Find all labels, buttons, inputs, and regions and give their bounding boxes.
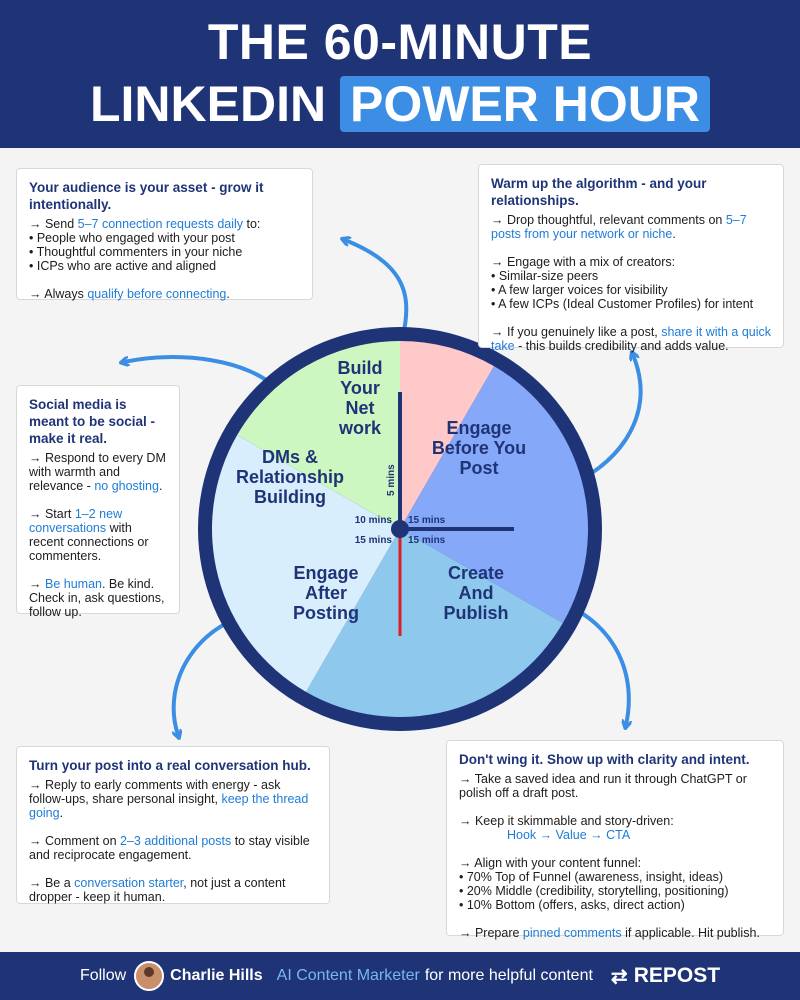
wheel-center-dot xyxy=(391,520,409,538)
segment-dms-relationship xyxy=(237,341,400,529)
title-line-2: LINKEDIN POWER HOUR xyxy=(0,72,800,136)
avatar xyxy=(134,961,165,991)
footer-tail: for more helpful content xyxy=(424,967,593,984)
minutes-label-engage-after: 15 mins xyxy=(355,535,393,546)
bullet: • 20% Middle (credibility, storytelling,… xyxy=(459,884,729,898)
minutes-label-engage-before: 15 mins xyxy=(408,515,446,526)
card-title: Don't wing it. Show up with clarity and … xyxy=(459,752,750,767)
repost-label: REPOST xyxy=(633,964,721,987)
repost-button[interactable]: ⇄ REPOST xyxy=(611,964,720,989)
segment-label-engage-before: Post xyxy=(459,458,498,478)
card-title: Social media is meant to be social - mak… xyxy=(29,397,156,446)
bullet: • A few ICPs (Ideal Customer Profiles) f… xyxy=(491,297,754,311)
title-power-hour: POWER HOUR xyxy=(340,76,710,132)
card-engage-before: Warm up the algorithm - and your relatio… xyxy=(478,164,784,353)
segment-label-build-network: Your xyxy=(340,378,380,398)
minutes-label-create: 15 mins xyxy=(408,535,446,546)
card-create-publish: Don't wing it. Show up with clarity and … xyxy=(446,740,784,940)
segment-label-dms-relationship: Relationship xyxy=(236,467,344,487)
segment-create-publish xyxy=(306,529,563,718)
card-title: Your audience is your asset - grow it in… xyxy=(29,180,264,212)
segment-label-dms-relationship: Building xyxy=(254,487,326,507)
header-banner: THE 60-MINUTE LINKEDIN POWER HOUR xyxy=(0,0,800,148)
card-dms-relationships: Social media is meant to be social - mak… xyxy=(16,385,180,619)
title-linkedin: LINKEDIN xyxy=(89,76,327,132)
bullet: • A few larger voices for visibility xyxy=(491,283,668,297)
card-engage-after: Turn your post into a real conversation … xyxy=(16,746,330,904)
segment-engage-before xyxy=(400,366,589,623)
segment-label-engage-before: Engage xyxy=(446,418,511,438)
segment-label-create-publish: Create xyxy=(448,563,504,583)
repost-icon: ⇄ xyxy=(610,965,628,988)
segment-label-engage-after: After xyxy=(305,583,347,603)
segment-label-engage-after: Engage xyxy=(293,563,358,583)
author-role: AI Content Marketer xyxy=(276,967,420,984)
bullet: • ICPs who are active and aligned xyxy=(29,259,217,273)
card-build-network: Your audience is your asset - grow it in… xyxy=(16,168,313,301)
segment-label-create-publish: And xyxy=(459,583,494,603)
segment-label-build-network: Net xyxy=(345,398,374,418)
card-title: Warm up the algorithm - and your relatio… xyxy=(491,176,707,208)
bullet: • Similar-size peers xyxy=(491,269,599,283)
footer-follow: Follow xyxy=(79,967,127,984)
segment-build-network xyxy=(400,341,494,529)
title-line-1: THE 60-MINUTE xyxy=(207,14,593,70)
segment-label-engage-after: Posting xyxy=(293,603,359,623)
footer-bar: Follow Charlie Hills AI Content Marketer… xyxy=(0,952,800,1000)
hook-value-cta: Hook → Value → CTA xyxy=(507,828,631,842)
bullet: • 70% Top of Funnel (awareness, insight,… xyxy=(459,870,724,884)
minutes-label-network: 5 mins xyxy=(386,464,397,496)
bullet: • Thoughtful commenters in your niche xyxy=(29,245,243,259)
segment-engage-after xyxy=(211,435,400,692)
bullet: • 10% Bottom (offers, asks, direct actio… xyxy=(459,898,685,912)
segment-label-dms-relationship: DMs & xyxy=(262,447,318,467)
bullet: • People who engaged with your post xyxy=(29,231,235,245)
minutes-label-dms: 10 mins xyxy=(355,515,393,526)
segment-label-build-network: work xyxy=(338,418,382,438)
card-title: Turn your post into a real conversation … xyxy=(29,758,311,773)
segment-label-create-publish: Publish xyxy=(443,603,508,623)
segment-label-build-network: Build xyxy=(338,358,383,378)
author-name[interactable]: Charlie Hills xyxy=(170,967,263,984)
segment-label-engage-before: Before You xyxy=(432,438,526,458)
